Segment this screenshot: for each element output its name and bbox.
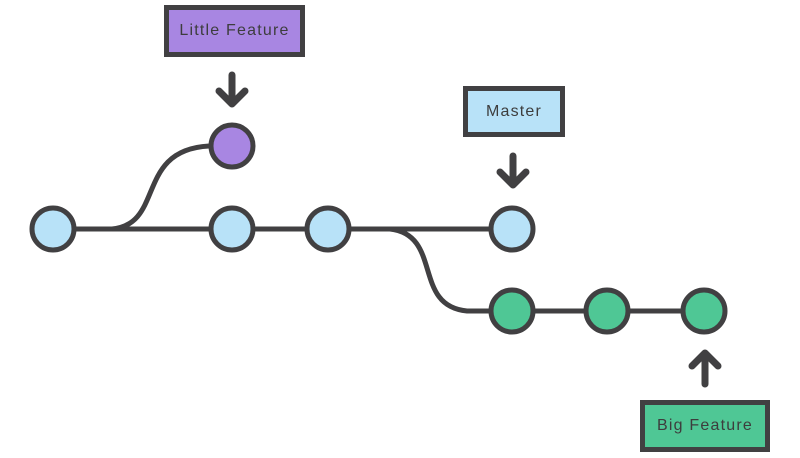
commit-node-big-feature-2 [583, 287, 631, 335]
little-feature-down-arrow-icon [215, 71, 249, 108]
commit-node-master-2 [208, 205, 256, 253]
commit-node-master-3 [304, 205, 352, 253]
commit-node-big-feature-1 [488, 287, 536, 335]
master-label-text: Master [485, 102, 543, 120]
big-feature-up-arrow-icon [688, 349, 722, 388]
little-feature-label: Little Feature [164, 5, 305, 57]
commit-node-big-feature-3 [680, 287, 728, 335]
little-feature-label-text: Little Feature [179, 22, 290, 39]
master-down-arrow-icon [496, 152, 530, 189]
little-feature-branch-line [111, 143, 210, 232]
commit-node-little-feature-1 [208, 122, 256, 170]
big-feature-branch-line [389, 226, 704, 314]
master-label: Master [463, 86, 565, 137]
big-feature-label-text: Big Feature [657, 417, 753, 434]
commit-node-master-1 [29, 205, 77, 253]
commit-node-master-4 [488, 205, 536, 253]
big-feature-label: Big Feature [640, 400, 770, 452]
